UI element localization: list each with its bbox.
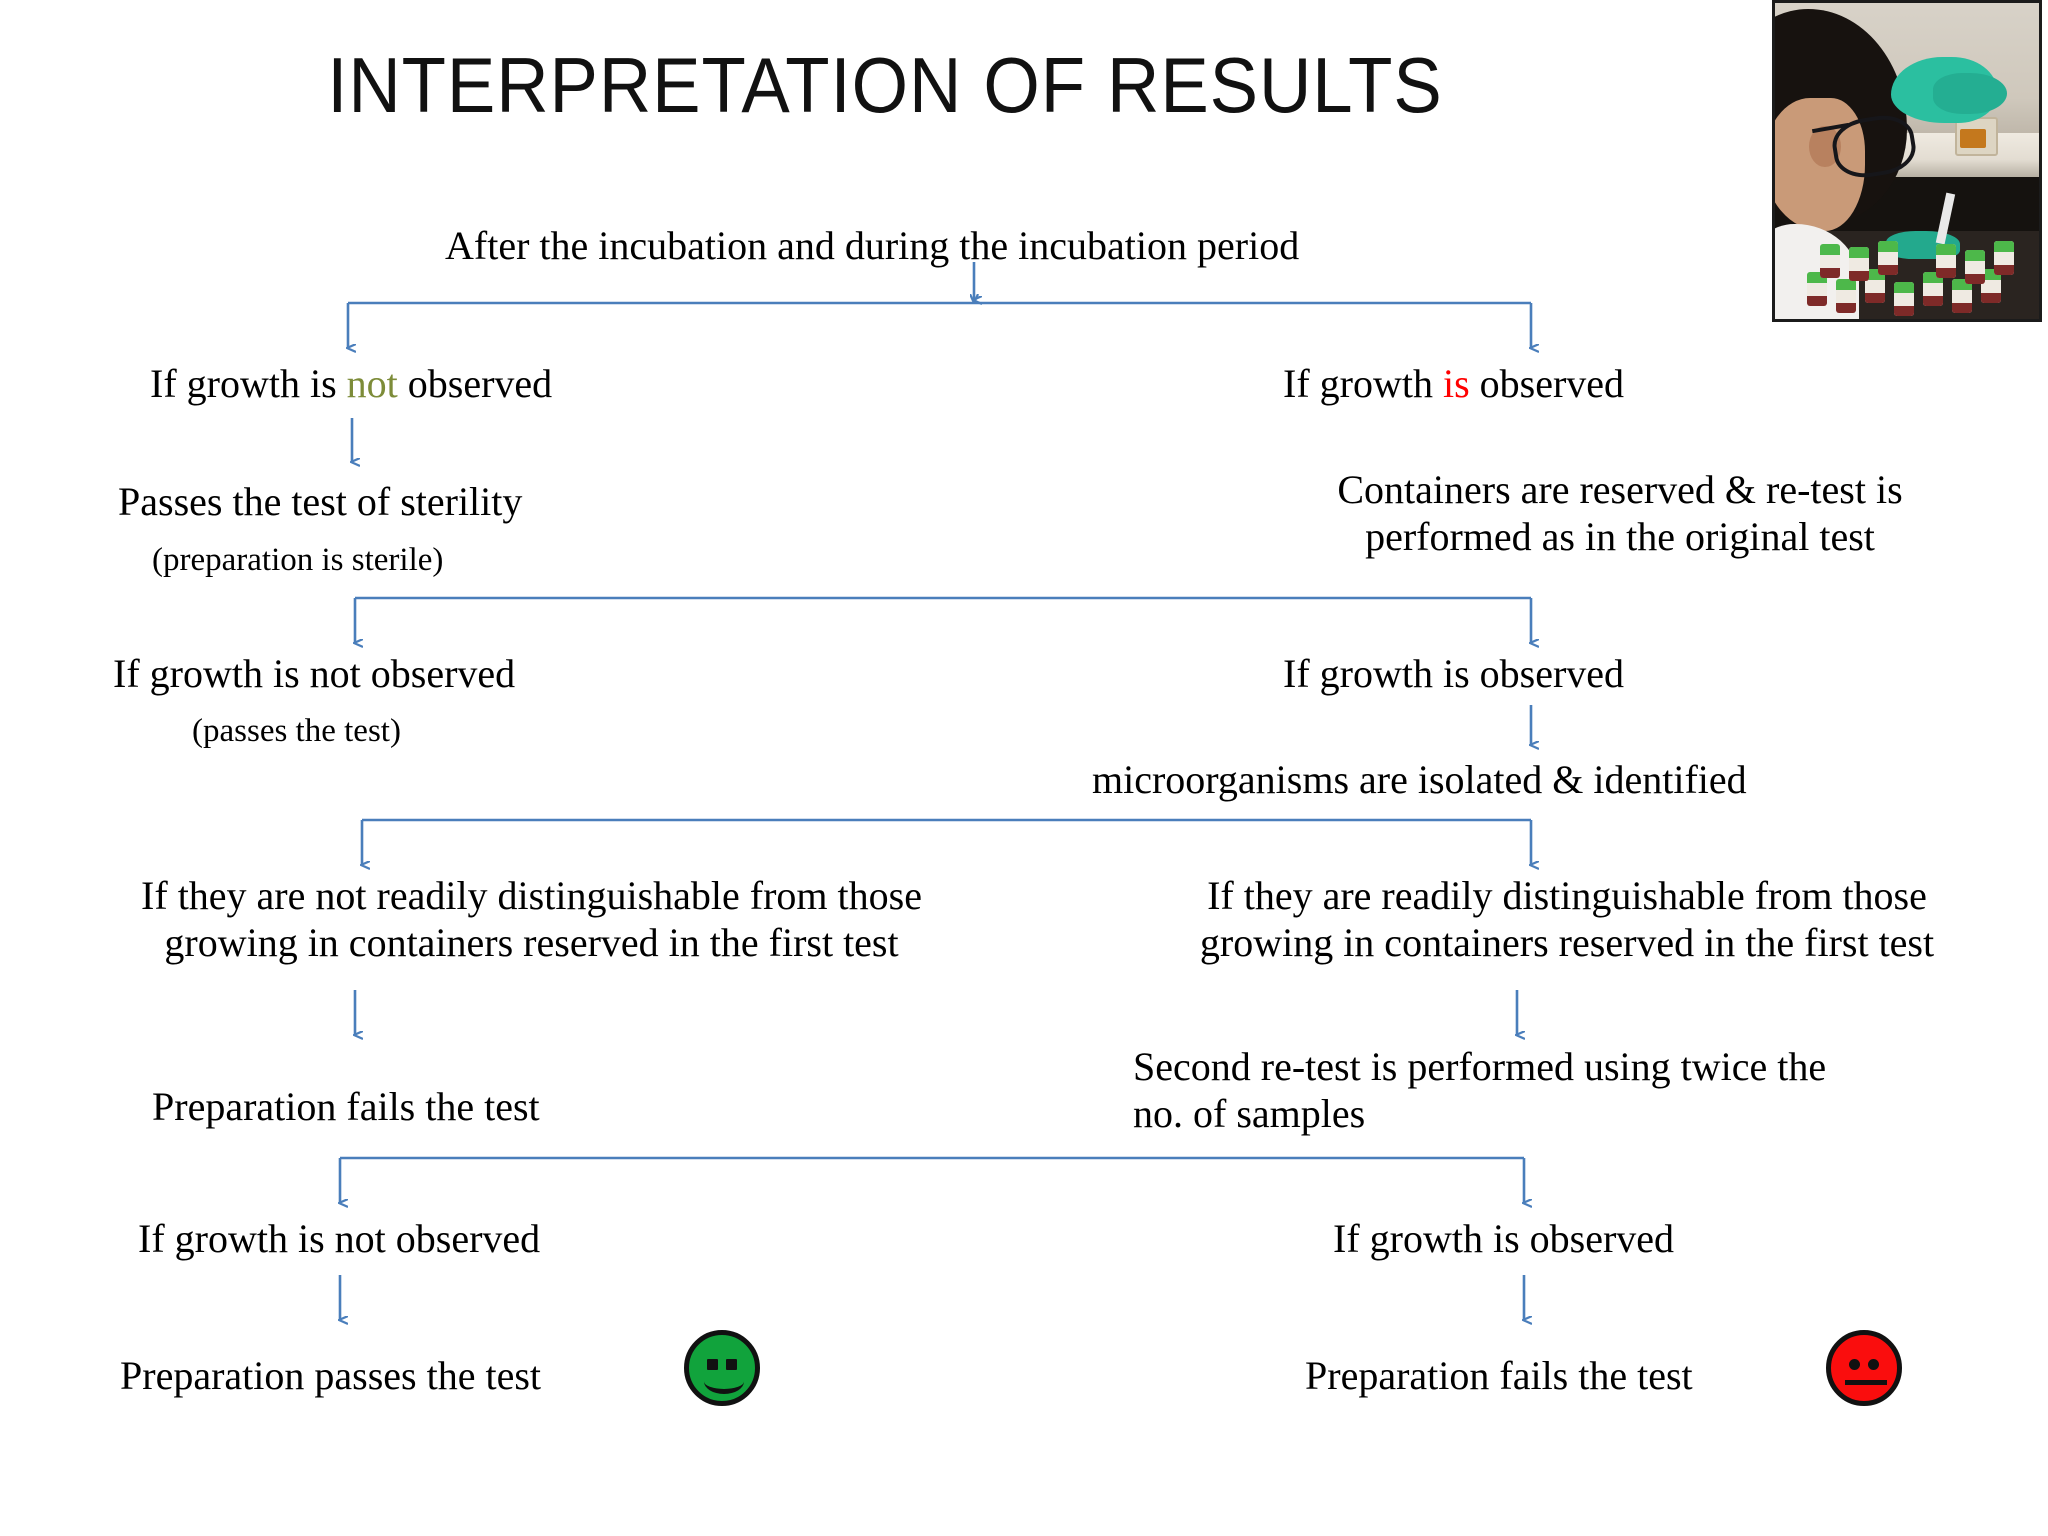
photo-vial (1936, 243, 1957, 278)
flow-node-preparation-passes-test: Preparation passes the test (120, 1353, 541, 1398)
flow-node-right-growth-observed: If growth is observed (1283, 360, 1624, 407)
flow-node-preparation-fails-test-first: Preparation fails the test (152, 1084, 540, 1129)
smiley-eye-right (726, 1359, 737, 1370)
frown-eye-left (1849, 1359, 1860, 1370)
photo-vial (1848, 247, 1869, 282)
flow-node-final-no-growth: If growth is not observed (138, 1216, 541, 1261)
flow-node-second-retest-twice-samples: Second re-test is performed using twice … (1133, 1044, 1827, 1137)
accent-word-not: not (346, 361, 398, 406)
photo-person-ear (1809, 126, 1841, 168)
text-prefix: If growth is (150, 361, 347, 406)
photo-vial (1951, 278, 1972, 313)
flow-node-left-no-growth-retest: If growth is not observed (113, 651, 516, 696)
smiley-eye-left (707, 1359, 718, 1370)
frown-eye-right (1868, 1359, 1879, 1370)
photo-vial (1806, 272, 1827, 307)
flow-node-readily-distinguishable: If they are readily distinguishable from… (1199, 873, 1935, 966)
text-suffix: observed (1469, 361, 1625, 406)
flow-node-right-growth-observed-retest: If growth is observed (1283, 651, 1625, 696)
page-title: INTERPRETATION OF RESULTS (327, 41, 1443, 129)
photo-vial (1835, 278, 1856, 313)
text-suffix: observed (397, 361, 553, 406)
flow-node-containers-reserved-retest: Containers are reserved & re-test is per… (1337, 467, 1903, 560)
frown-mouth (1845, 1380, 1887, 1385)
smiley-mouth (704, 1369, 744, 1394)
accent-word-is: is (1442, 361, 1470, 406)
photo-vial (1819, 243, 1840, 278)
red-frowning-face-icon (1826, 1330, 1902, 1406)
flow-node-preparation-is-sterile: (preparation is sterile) (152, 542, 444, 578)
flow-node-passes-test-of-sterility: Passes the test of sterility (118, 479, 523, 524)
photo-teal-glove-fingers (1933, 72, 2008, 114)
photo-amber-sample (1959, 129, 1987, 149)
flow-node-preparation-fails-test-final: Preparation fails the test (1305, 1353, 1693, 1398)
photo-vial (1893, 281, 1914, 316)
photo-vial (1965, 250, 1986, 285)
flow-node-not-readily-distinguishable: If they are not readily distinguishable … (141, 873, 922, 966)
flow-node-final-growth: If growth is observed (1333, 1216, 1675, 1261)
flow-node-root: After the incubation and during the incu… (445, 223, 1300, 268)
photo-vial (1877, 240, 1898, 275)
green-smiley-face-icon (684, 1330, 760, 1406)
photo-vial (1980, 269, 2001, 304)
flow-node-microorganisms-isolated-identified: microorganisms are isolated & identified (1092, 757, 1747, 802)
lab-technician-photo (1772, 0, 2042, 322)
flow-node-left-growth-not-observed: If growth is not observed (150, 360, 552, 407)
photo-vial (1922, 272, 1943, 307)
photo-vial (1994, 240, 2015, 275)
text-prefix: If growth (1283, 361, 1443, 406)
flow-node-passes-the-test: (passes the test) (192, 713, 401, 749)
photo-vial (1864, 269, 1885, 304)
